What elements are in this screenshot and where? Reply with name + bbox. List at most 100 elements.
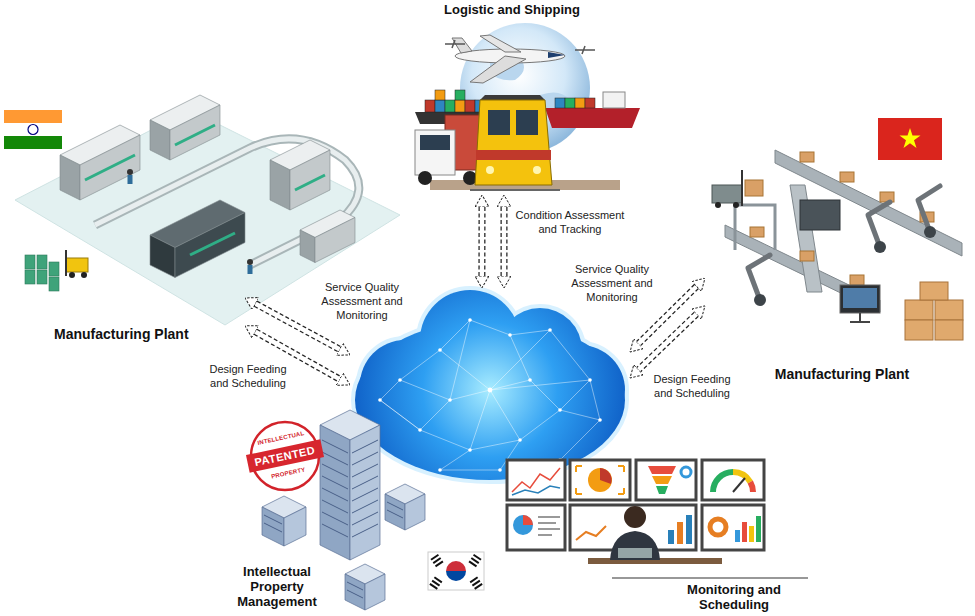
vietnam-plant-illustration-part xyxy=(745,180,763,196)
india-plant-illustration-part xyxy=(248,265,253,274)
vietnam-plant-illustration-part xyxy=(874,241,886,253)
vietnam-plant-illustration xyxy=(712,150,963,340)
logistics-illustration-part xyxy=(445,40,465,48)
node-label: Intellectual Property Management xyxy=(234,564,320,609)
logistics-illustration-part-part xyxy=(435,90,445,100)
dashed-double-arrow xyxy=(639,314,697,369)
arrow-outline xyxy=(478,207,485,276)
vietnam-flag-part xyxy=(878,118,942,160)
dashboard-illustration-part xyxy=(742,522,747,542)
korea-flag xyxy=(428,552,484,590)
india-flag-part xyxy=(28,125,38,135)
logistics-illustration-part xyxy=(545,108,640,128)
dashboard-illustration-part xyxy=(681,467,691,477)
logistics-illustration-part xyxy=(548,52,565,58)
dashboard-illustration-part xyxy=(733,478,745,492)
vietnam-plant-illustration-part-part xyxy=(750,227,764,237)
cloud-illustration-part-part-part xyxy=(468,318,472,322)
connector-label-box: Design Feeding and Scheduling xyxy=(204,362,292,390)
cloud-illustration-part-part-part xyxy=(448,398,452,402)
logistics-illustration-part-part xyxy=(565,98,575,108)
plant-node: Manufacturing Plant xyxy=(705,115,967,385)
vietnam-plant-illustration-part xyxy=(733,202,739,208)
server-illustration-part-part xyxy=(405,494,425,530)
cloud-illustration-part-part-part xyxy=(438,468,442,472)
connector-label: Design Feeding and Scheduling xyxy=(648,372,736,400)
india-plant-illustration-part xyxy=(247,259,253,265)
arrow-body xyxy=(502,207,507,276)
vietnam-plant-illustration-part-part xyxy=(748,255,770,300)
india-flag-part xyxy=(4,136,62,149)
korea-flag-part xyxy=(446,561,466,571)
korea-flag-part-part xyxy=(468,561,477,568)
server-illustration-part-part xyxy=(365,574,385,610)
arrow-outline xyxy=(639,314,697,369)
cloud-illustration-part-part-part xyxy=(398,378,402,382)
stamp-text: PATENTED xyxy=(253,444,316,469)
india-plant-illustration-part xyxy=(60,95,355,278)
dashboard-illustration-part xyxy=(618,548,652,558)
india-plant-illustration-part xyxy=(69,272,75,278)
cloud-illustration-part-part-part xyxy=(438,348,442,352)
india-plant-illustration-part-part xyxy=(25,255,35,269)
vietnam-flag-part xyxy=(900,128,921,148)
india-plant-illustration-part-part xyxy=(170,105,220,160)
logistics-illustration-part-part xyxy=(465,100,475,112)
logistics-illustration-part xyxy=(476,150,551,160)
patent-stamp xyxy=(246,422,324,490)
vietnam-plant-illustration-part-part xyxy=(850,275,864,285)
node-label: Manufacturing Plant xyxy=(775,366,910,382)
dashboard-illustration-part xyxy=(656,486,668,494)
dashboard-illustration-part xyxy=(735,530,740,542)
stamp-text-box: PROPERTY xyxy=(271,467,306,481)
dashed-double-arrow xyxy=(504,207,505,276)
india-flag-part xyxy=(4,110,62,123)
vietnam-plant-illustration-part xyxy=(924,226,936,238)
cloud-illustration-part-part xyxy=(360,340,450,430)
india-plant-illustration-part xyxy=(81,272,87,278)
dashboard-illustration-part xyxy=(749,526,754,542)
logistics-illustration xyxy=(415,23,640,190)
logistics-illustration-part xyxy=(488,110,510,135)
dashboard-illustration-part xyxy=(588,468,612,492)
server-illustration-part-part xyxy=(345,574,365,610)
dashboard-illustration-part-part xyxy=(507,505,565,550)
dashboard-illustration-part xyxy=(652,476,672,484)
logistics-illustration-part xyxy=(486,166,494,174)
dashboard-illustration-part xyxy=(600,468,612,484)
india-plant-illustration-part-part xyxy=(270,160,290,210)
india-plant-illustration-part-part xyxy=(300,230,315,263)
logistics-illustration-part xyxy=(480,95,545,100)
cloud-illustration-part xyxy=(378,318,602,472)
connector-label: Service Quality Assessment and Monitorin… xyxy=(316,280,408,322)
stamp-text: PROPERTY xyxy=(271,467,306,481)
cloud-illustration-part-part-part xyxy=(558,408,562,412)
logistics-illustration-part xyxy=(425,90,485,112)
vietnam-plant-illustration-part xyxy=(712,185,742,203)
dashboard-illustration-part xyxy=(538,517,560,535)
connector-label: Service Quality Assessment and Monitorin… xyxy=(566,262,658,304)
india-plant-illustration-part-part xyxy=(315,218,355,263)
vietnam-plant-illustration-part-part xyxy=(800,152,814,162)
logistics-illustration-part-part xyxy=(435,100,445,112)
stamp-text: INTELLECTUAL xyxy=(257,430,305,446)
logistics-illustration-part-part xyxy=(575,98,585,108)
dashboard-illustration-part-part xyxy=(702,505,764,550)
india-flag xyxy=(4,110,62,149)
dashboard-illustration-part xyxy=(686,515,692,544)
korea-flag-part-part xyxy=(429,583,438,590)
dashboard-illustration-part xyxy=(713,472,733,492)
arrow-body xyxy=(639,314,697,369)
cloud-illustration-part-part xyxy=(360,340,450,430)
india-plant-illustration-part xyxy=(127,169,133,175)
dashboard-illustration-part xyxy=(512,468,560,492)
india-plant-illustration-part-part xyxy=(60,155,80,200)
cloud-illustration-part-part-part xyxy=(498,468,502,472)
dashboard-illustration-part xyxy=(512,486,560,495)
dashboard-illustration-part-part xyxy=(636,460,696,500)
server-illustration-part-part xyxy=(284,507,306,546)
dashboard-illustration-part xyxy=(610,531,660,560)
